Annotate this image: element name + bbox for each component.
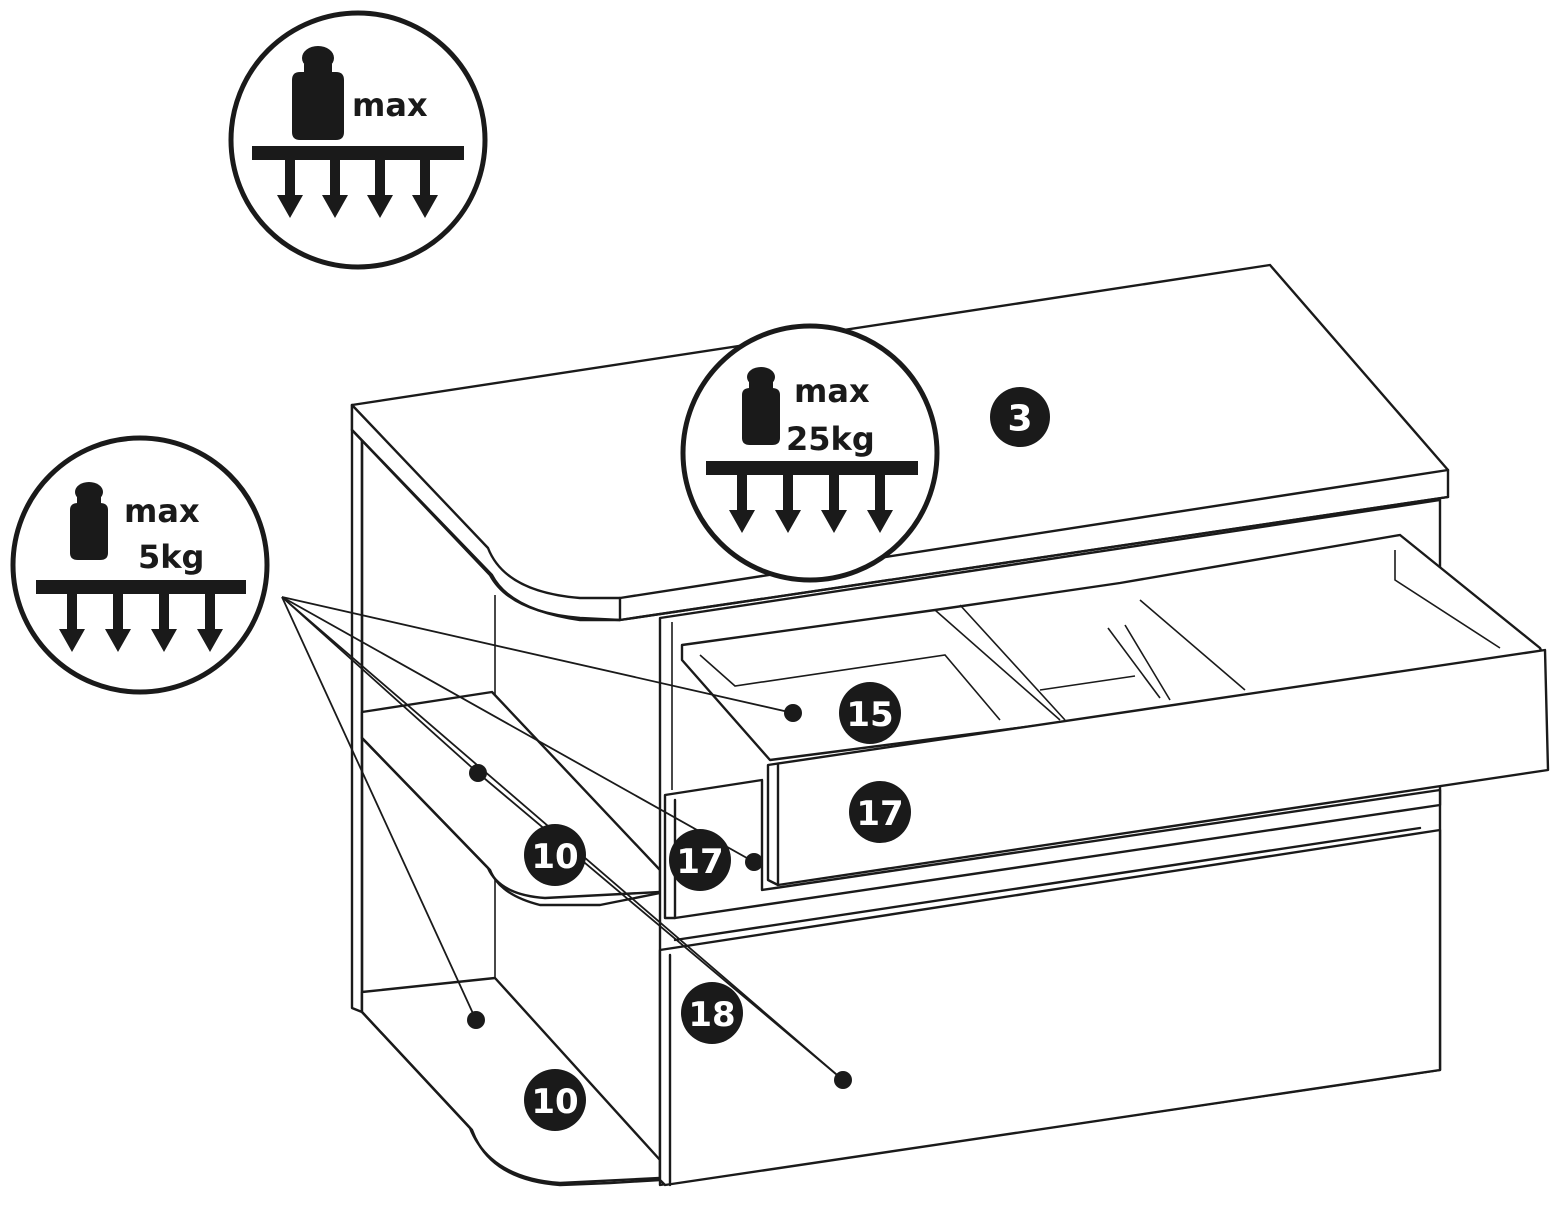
part-badge-10-bottom: 10 bbox=[524, 1069, 586, 1131]
load-icon-shelf-5kg: max 5kg bbox=[10, 435, 270, 695]
bottom-shelf bbox=[360, 976, 662, 1187]
svg-text:17: 17 bbox=[676, 842, 723, 882]
arrows-down-icon bbox=[59, 594, 223, 652]
load-icon-general: max bbox=[228, 10, 488, 270]
weight-icon bbox=[742, 367, 780, 445]
part-badge-3: 3 bbox=[990, 387, 1050, 447]
load-icon-top-25kg: max 25kg bbox=[680, 323, 940, 583]
leader-lines bbox=[281, 596, 844, 1081]
part-badge-17-upper: 17 bbox=[849, 781, 911, 843]
arrows-down-icon bbox=[277, 160, 438, 218]
svg-text:10: 10 bbox=[531, 837, 578, 877]
svg-text:18: 18 bbox=[688, 995, 735, 1035]
svg-text:max: max bbox=[124, 492, 200, 530]
svg-text:max: max bbox=[794, 372, 870, 410]
lower-drawer-front bbox=[658, 826, 1442, 1187]
weight-icon bbox=[70, 482, 108, 560]
arrows-down-icon bbox=[729, 475, 893, 533]
cabinet-drawing bbox=[350, 263, 1550, 1187]
part-badge-17-middle: 17 bbox=[669, 829, 731, 891]
svg-text:10: 10 bbox=[531, 1082, 578, 1122]
svg-text:25kg: 25kg bbox=[786, 420, 875, 458]
part-badge-15: 15 bbox=[839, 682, 901, 744]
svg-text:3: 3 bbox=[1007, 399, 1032, 440]
svg-text:5kg: 5kg bbox=[138, 538, 204, 576]
svg-text:15: 15 bbox=[846, 695, 893, 735]
left-side-panel bbox=[350, 403, 364, 1014]
svg-text:17: 17 bbox=[856, 794, 903, 834]
leader-dots bbox=[467, 704, 852, 1089]
part-badge-10-middle: 10 bbox=[524, 824, 586, 886]
middle-shelf bbox=[360, 690, 662, 907]
weight-icon bbox=[292, 46, 344, 140]
part-badge-18: 18 bbox=[681, 982, 743, 1044]
svg-text:max: max bbox=[352, 86, 428, 124]
